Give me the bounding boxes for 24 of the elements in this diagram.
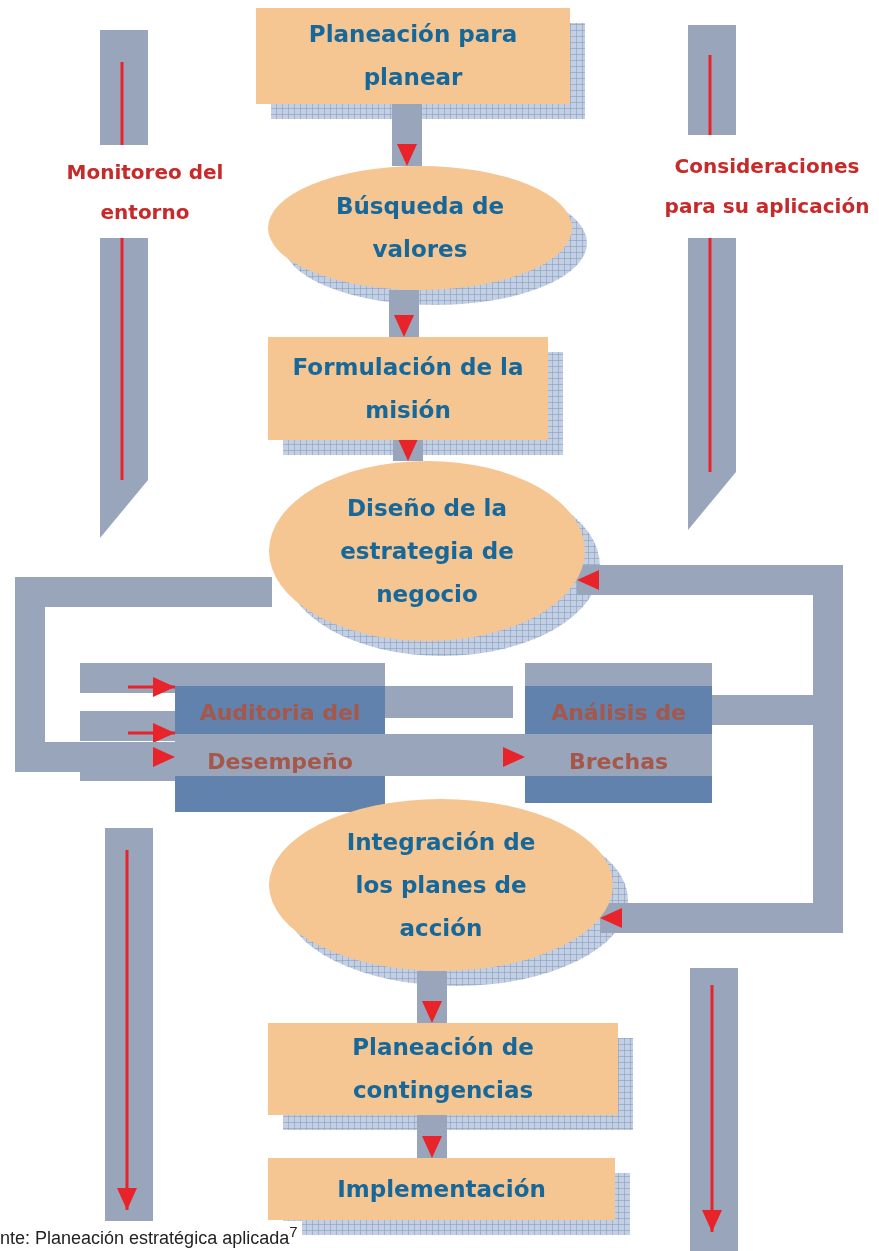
node-label: Análisis de Brechas: [550, 699, 687, 776]
process-band: [525, 686, 712, 803]
node-label: Planeación de contingencias: [351, 1033, 535, 1105]
side-label: Consideraciones para su aplicación: [663, 153, 871, 220]
source-caption: nte: Planeación estratégica aplicada$^{7}$: [0, 1221, 302, 1249]
process-box: [268, 337, 548, 440]
process-box: [268, 1158, 615, 1220]
connector-arrow: [417, 1115, 447, 1158]
connector-arrow: [389, 290, 419, 337]
connector-arrow: [15, 577, 272, 772]
connector-arrow: [393, 439, 423, 461]
process-band: [175, 686, 385, 812]
node-label: Planeación para planear: [307, 20, 519, 92]
process-box: [256, 8, 570, 104]
connector-arrow: [417, 971, 447, 1023]
node-label: Formulación de la misión: [291, 352, 525, 425]
node-label: Auditoria del Desempeño: [198, 699, 362, 776]
node-label: Búsqueda de valores: [334, 192, 506, 264]
connector-arrow: [392, 104, 422, 166]
node-label: Diseño de la estrategia de negocio: [339, 493, 515, 609]
process-box: [268, 1023, 618, 1115]
node-label: Integración de los planes de acción: [345, 827, 537, 943]
side-label: Monitoreo del entorno: [65, 159, 225, 226]
node-label: Implementación: [337, 1174, 546, 1204]
